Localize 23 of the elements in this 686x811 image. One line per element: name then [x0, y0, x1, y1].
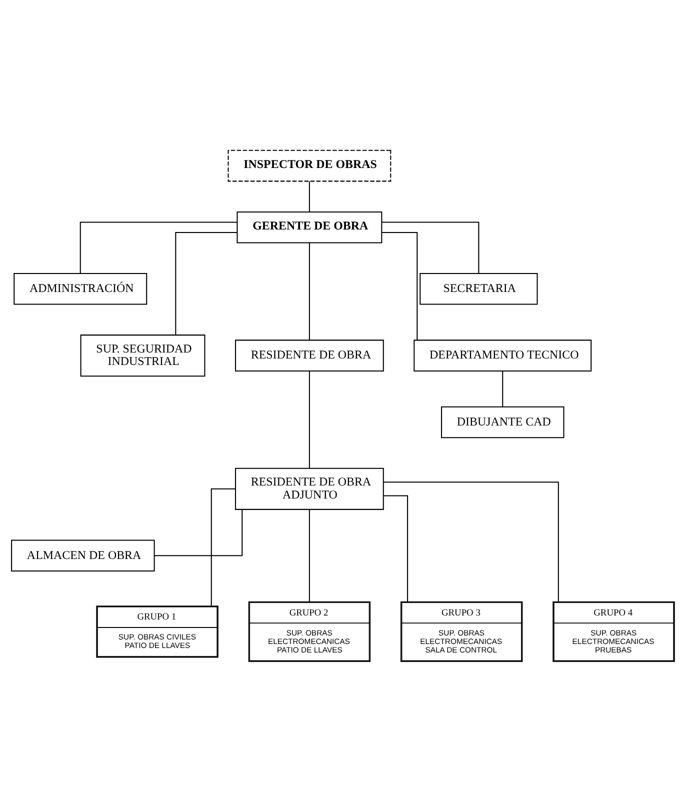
connector: [175, 231, 238, 334]
connector: [383, 481, 559, 601]
node-box: DEPARTAMENTO TECNICO: [414, 339, 592, 371]
node-box: ADMINISTRACIÓN: [14, 272, 148, 304]
connector: [382, 231, 418, 340]
connector: [502, 370, 504, 406]
node-box: RESIDENTE DE OBRA ADJUNTO: [235, 467, 384, 510]
connector: [154, 509, 243, 556]
node-box: GERENTE DE OBRA: [236, 210, 382, 243]
connector: [384, 494, 408, 601]
connector: [308, 509, 310, 602]
connector: [80, 221, 237, 273]
node-box: SUP. SEGURIDAD INDUSTRIAL: [80, 334, 206, 376]
node-box: SECRETARIA: [420, 272, 538, 304]
connector: [308, 180, 310, 212]
node-box: INSPECTOR DE OBRAS: [228, 149, 392, 182]
node-box: ALMACEN DE OBRA: [11, 539, 155, 571]
connector: [382, 221, 480, 273]
connector: [308, 370, 310, 468]
connector: [308, 242, 310, 340]
connector: [210, 488, 236, 606]
node-box: RESIDENTE DE OBRA: [235, 339, 384, 371]
node-box: DIBUJANTE CAD: [441, 406, 564, 438]
